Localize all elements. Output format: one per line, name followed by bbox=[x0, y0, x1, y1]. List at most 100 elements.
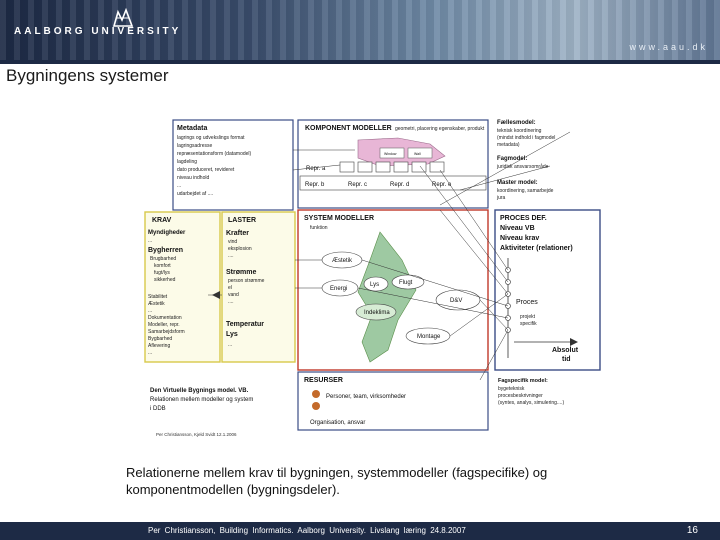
repr-square bbox=[393, 161, 409, 173]
fagspecifik-notes: Fagspecifik model: bygeteknisk procesbes… bbox=[498, 378, 564, 406]
slide-caption: Relationerne mellem krav til bygningen, … bbox=[126, 465, 548, 497]
system-diagram: Metadata lagrings og udvekslings format … bbox=[140, 110, 610, 445]
metadata-line: dato produceret, revideret bbox=[177, 167, 235, 173]
footer-text: Per Christiansson, Building Informatics.… bbox=[148, 526, 466, 535]
komponent-title: KOMPONENT MODELLER bbox=[305, 125, 392, 132]
komponent-geometry: geometri, placering egenskaber, produkt bbox=[395, 126, 485, 132]
wall-component bbox=[407, 147, 433, 159]
indeklima-label: Indeklima bbox=[364, 310, 390, 316]
krav-item: Stabilitet bbox=[148, 294, 168, 300]
proces-line: Niveau krav bbox=[500, 235, 539, 242]
laster-item: eksplosion bbox=[228, 246, 252, 252]
faelles-line: (mindst indhold i fagmodel bbox=[497, 135, 555, 141]
proces-label: Proces bbox=[516, 299, 538, 306]
proces-line: Aktiviteter (relationer) bbox=[500, 245, 573, 252]
proces-def-box: PROCES DEF. Niveau VB Niveau krav Aktivi… bbox=[494, 209, 601, 371]
krav-item: Bygbarhed bbox=[148, 336, 172, 342]
krav-myndigheder: Myndigheder bbox=[148, 230, 186, 236]
dv-label: D&V bbox=[450, 298, 462, 304]
master-model-line: koordinering, samarbejde bbox=[497, 188, 554, 194]
proces-title: PROCES DEF. bbox=[500, 215, 547, 222]
slide-title: Bygningens systemer bbox=[6, 66, 169, 85]
vb-line: Relationen mellem modeller og system bbox=[150, 397, 253, 403]
header-band bbox=[0, 60, 720, 64]
metadata-line: niveau indhold bbox=[177, 175, 209, 181]
relation-line bbox=[357, 287, 509, 319]
laster-temperatur: Temperatur bbox=[226, 321, 264, 328]
vb-notes: Den Virtuelle Bygnings model. VB. Relati… bbox=[150, 388, 253, 437]
wall-label: Wall bbox=[414, 152, 421, 156]
krav-item: Æstetik bbox=[148, 301, 165, 307]
fagspecifik-line: bygeteknisk bbox=[498, 386, 525, 392]
fagmodel-line: juridisk ansvarsområde bbox=[496, 163, 549, 170]
laster-stromme: Strømme bbox=[226, 269, 256, 276]
window-label: Window bbox=[384, 152, 397, 156]
header-banner: AALBORG UNIVERSITY www.aau.dk bbox=[0, 0, 720, 60]
resurser-box: RESURSER Personer, team, virksomheder Or… bbox=[297, 371, 489, 431]
metadata-line: udarbejdet af .... bbox=[177, 191, 213, 197]
metadata-line: lagringsadresse bbox=[177, 143, 213, 149]
relation-line bbox=[419, 165, 509, 283]
laster-box: LASTER Krafter vind eksplosion .... Strø… bbox=[221, 211, 296, 363]
person-icon bbox=[312, 402, 320, 410]
tid-label: tid bbox=[562, 356, 571, 363]
komponent-modeller-box: KOMPONENT MODELLER geometri, placering e… bbox=[297, 119, 489, 209]
relation-line bbox=[449, 293, 509, 337]
krav-item: ... bbox=[148, 350, 152, 356]
flugt-label: Flugt bbox=[399, 280, 413, 286]
repr-square bbox=[339, 161, 355, 173]
organisation-label: Organisation, ansvar bbox=[310, 420, 365, 426]
specifik-label: specifik bbox=[520, 321, 537, 327]
krav-item: Modeller, repr. bbox=[148, 322, 180, 328]
faelles-line: teknisk koordinering bbox=[497, 128, 542, 134]
relation-line bbox=[479, 299, 509, 331]
relation-line bbox=[439, 131, 571, 206]
krav-item: Samarbejdsform bbox=[148, 329, 185, 335]
footer-bar: Per Christiansson, Building Informatics.… bbox=[0, 522, 720, 540]
faelles-line: metadata) bbox=[497, 142, 520, 148]
time-arrow-head bbox=[570, 338, 578, 346]
page-number: 16 bbox=[686, 525, 698, 536]
laster-item: person strømme bbox=[228, 278, 265, 284]
absolut-label: Absolut bbox=[552, 347, 579, 354]
master-model-title: Master model: bbox=[497, 180, 538, 186]
krav-item: komfort bbox=[154, 263, 171, 269]
university-emblem-icon bbox=[112, 8, 134, 27]
relation-line bbox=[459, 165, 551, 191]
repr-e-label: Repr. e bbox=[432, 182, 452, 188]
website-link[interactable]: www.aau.dk bbox=[629, 42, 708, 52]
relation-lines bbox=[208, 131, 571, 381]
laster-item: .... bbox=[228, 299, 234, 305]
university-name: AALBORG UNIVERSITY bbox=[14, 26, 182, 37]
personer-label: Personer, team, virksomheder bbox=[326, 394, 406, 400]
metadata-box: Metadata lagrings og udvekslings format … bbox=[172, 119, 294, 211]
krav-item: Aflevering bbox=[148, 343, 170, 349]
window-component bbox=[379, 147, 405, 159]
metadata-title: Metadata bbox=[177, 125, 207, 132]
krav-item: Dokumentation bbox=[148, 315, 182, 321]
master-model-line: jura bbox=[496, 195, 506, 201]
relation-line bbox=[439, 209, 509, 295]
person-icon bbox=[312, 390, 320, 398]
faelles-title: Fællesmodel: bbox=[497, 120, 536, 126]
energi-label: Energi bbox=[330, 286, 347, 292]
relation-line bbox=[361, 259, 509, 307]
laster-item: vind bbox=[228, 239, 237, 245]
metadata-line: ... bbox=[177, 183, 181, 189]
repr-square bbox=[357, 161, 373, 173]
laster-title: LASTER bbox=[228, 217, 256, 224]
model-types-notes: Fællesmodel: teknisk koordinering (minds… bbox=[496, 120, 555, 201]
relation-line bbox=[439, 169, 509, 271]
krav-item: sikkerhed bbox=[154, 277, 176, 283]
resurser-title: RESURSER bbox=[304, 377, 343, 384]
fagmodel-title: Fagmodel: bbox=[497, 156, 527, 162]
vb-credit: Per Christiansson, Kjeld Svidt 12.1.2006 bbox=[156, 432, 237, 437]
repr-square bbox=[411, 161, 427, 173]
repr-square bbox=[429, 161, 445, 173]
laster-item: vand bbox=[228, 292, 239, 298]
proces-line: Niveau VB bbox=[500, 225, 535, 232]
indeklima-node bbox=[355, 303, 397, 321]
lys-node bbox=[363, 276, 389, 292]
laster-dots: ... bbox=[228, 342, 232, 348]
krav-item: ... bbox=[148, 308, 152, 314]
